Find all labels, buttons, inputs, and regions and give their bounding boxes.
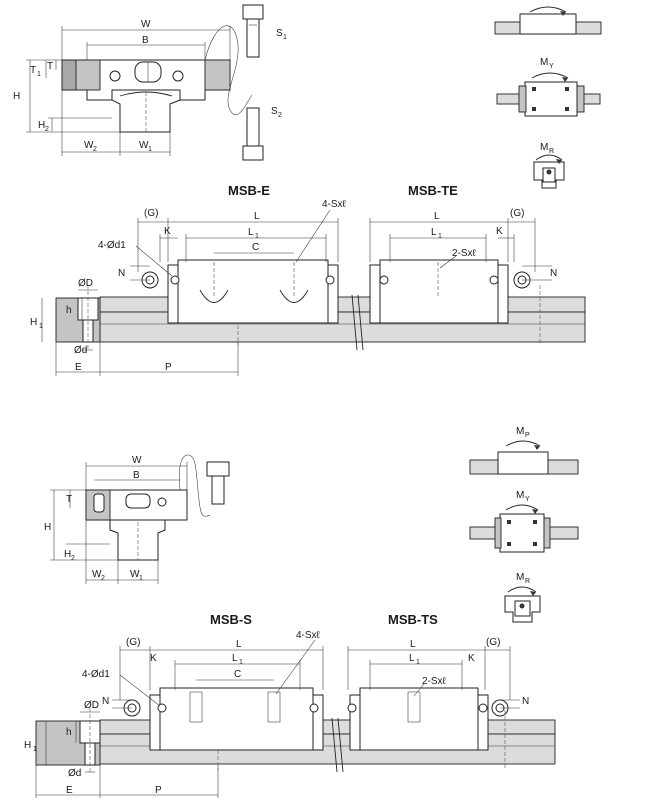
title-msb-e: MSB-E	[228, 183, 270, 198]
dim-w1-bottom: W	[130, 569, 140, 580]
moment-mr-top-sub: R	[549, 148, 554, 155]
dim-n-te: N	[550, 268, 557, 279]
dim-h2-top-sub: 2	[45, 126, 49, 133]
dim-g-s: (G)	[126, 637, 140, 648]
moment-mp-bottom: M	[516, 426, 524, 437]
dim-d-small-top: Ød	[74, 345, 87, 356]
dim-h2-top: H	[38, 120, 45, 131]
end-view-s	[50, 454, 230, 584]
moment-my-top-sub: Y	[549, 63, 554, 70]
dim-e-top: E	[75, 362, 82, 373]
hole-4d1-s: 4-Ød1	[82, 669, 110, 680]
title-msb-ts: MSB-TS	[388, 612, 438, 627]
hole-4sxl-e: 4-Sxℓ	[322, 199, 347, 210]
dim-h1-bottom: H	[24, 740, 31, 751]
moment-my-bottom-sub: Y	[525, 496, 530, 503]
dim-w1-bottom-sub: 1	[139, 575, 143, 582]
dim-l1-e-sub: 1	[255, 233, 259, 240]
dim-n-ts: N	[522, 696, 529, 707]
dim-t-bottom: T	[66, 494, 72, 505]
side-view-e-te	[41, 209, 586, 376]
moment-mp-bottom-sub: P	[525, 432, 530, 439]
dim-c-s: C	[234, 669, 241, 680]
hole-2sxl-te: 2-Sxℓ	[452, 248, 477, 259]
dim-w2-bottom: W	[92, 569, 102, 580]
dim-l1-s: L	[232, 653, 238, 664]
dim-c-e: C	[252, 242, 259, 253]
dim-h1-top: H	[30, 317, 37, 328]
dim-d-big-bottom: ØD	[84, 700, 99, 711]
dim-t1-top: T	[30, 65, 36, 76]
dim-h2-bottom-sub: 2	[71, 555, 75, 562]
dim-n-s: N	[102, 696, 109, 707]
moment-icon-mp-bottom	[469, 440, 579, 475]
dim-l-te: L	[434, 211, 440, 222]
dim-l1-e: L	[248, 227, 254, 238]
hole-4sxl-s: 4-Sxℓ	[296, 630, 321, 641]
dim-k-s: K	[150, 653, 157, 664]
dim-l-ts: L	[410, 639, 416, 650]
bolt-s1-label-sub: 1	[283, 34, 287, 41]
end-view-e	[26, 4, 264, 161]
dim-t1-top-sub: 1	[37, 71, 41, 78]
dim-l1-ts: L	[409, 653, 415, 664]
moment-icon-my-top	[496, 72, 601, 117]
dim-b-top: B	[142, 35, 149, 46]
moment-my-top: M	[540, 57, 548, 68]
dim-d-small-bottom: Ød	[68, 768, 81, 779]
dim-g-te: (G)	[510, 208, 524, 219]
dim-l-e: L	[254, 211, 260, 222]
dim-k-te: K	[496, 226, 503, 237]
dim-l1-te-sub: 1	[438, 233, 442, 240]
title-msb-s: MSB-S	[210, 612, 252, 627]
dim-w2-top: W	[84, 140, 94, 151]
moment-mr-top: M	[540, 142, 548, 153]
dim-l1-s-sub: 1	[239, 659, 243, 666]
dim-w2-top-sub: 2	[93, 146, 97, 153]
dim-h-small-top: h	[66, 305, 72, 316]
dim-l1-te: L	[431, 227, 437, 238]
dim-w1-top-sub: 1	[148, 146, 152, 153]
dim-d-big-top: ØD	[78, 278, 93, 289]
dim-p-top: P	[165, 362, 172, 373]
dim-w2-bottom-sub: 2	[101, 575, 105, 582]
dim-h-top: H	[13, 91, 20, 102]
dim-h2-bottom: H	[64, 549, 71, 560]
moment-icon-mp-top	[494, 6, 602, 35]
dim-t-top: T	[47, 61, 53, 72]
dim-w1-top: W	[139, 140, 149, 151]
moment-my-bottom: M	[516, 490, 524, 501]
dim-k-ts: K	[468, 653, 475, 664]
dim-g-e: (G)	[144, 208, 158, 219]
hole-4d1-e: 4-Ød1	[98, 240, 126, 251]
moment-icon-my-bottom	[469, 504, 579, 553]
dim-l-s: L	[236, 639, 242, 650]
dim-g-ts: (G)	[486, 637, 500, 648]
dim-h-bottom: H	[44, 522, 51, 533]
moment-mr-bottom: M	[516, 572, 524, 583]
bolt-s2-label: S	[271, 106, 278, 117]
title-msb-te: MSB-TE	[408, 183, 458, 198]
dim-h-small-bottom: h	[66, 727, 72, 738]
dim-b-bottom: B	[133, 470, 140, 481]
dim-h1-bottom-sub: 1	[33, 746, 37, 753]
dim-n-e: N	[118, 268, 125, 279]
dim-w-bottom: W	[132, 455, 142, 466]
bolt-s1-label: S	[276, 28, 283, 39]
dim-k-e: K	[164, 226, 171, 237]
dim-h1-top-sub: 1	[39, 323, 43, 330]
dim-l1-ts-sub: 1	[416, 659, 420, 666]
side-view-s-ts	[35, 639, 556, 798]
dim-p-bottom: P	[155, 785, 162, 796]
moment-mr-bottom-sub: R	[525, 578, 530, 585]
moment-icon-mr-top	[533, 154, 565, 189]
bolt-s2-label-sub: 2	[278, 112, 282, 119]
dim-w-top: W	[141, 19, 151, 30]
hole-2sxl-ts: 2-Sxℓ	[422, 676, 447, 687]
dim-e-bottom: E	[66, 785, 73, 796]
moment-icon-mr-bottom	[504, 586, 541, 623]
